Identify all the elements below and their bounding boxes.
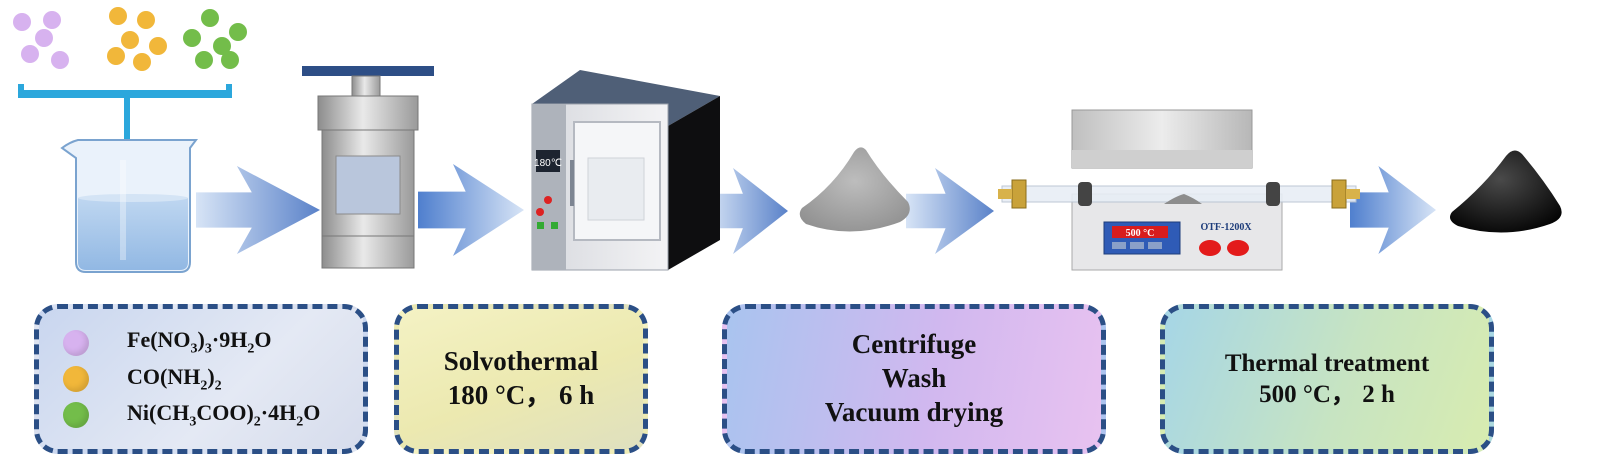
centrifuge-line: Centrifuge	[851, 329, 977, 360]
urea-particle	[109, 7, 127, 25]
reagents-box: Fe(NO3)3·9H2O CO(NH2)2 Ni(CH3COO)2·4H2O	[34, 304, 368, 454]
wash-line: Wash	[881, 363, 947, 394]
ni-acetate-particle	[183, 29, 201, 47]
ni-acetate-particle	[229, 23, 247, 41]
reagent-row-fe: Fe(NO3)3·9H2O	[63, 327, 271, 357]
vacuum-drying-line: Vacuum drying	[824, 396, 1004, 427]
fe-dot-icon	[63, 329, 89, 356]
autoclave-icon	[302, 66, 434, 269]
fe-nitrate-particle	[35, 29, 53, 47]
ni-dot-icon	[63, 402, 89, 429]
arrow-icon	[418, 164, 524, 256]
arrow-icon	[1350, 166, 1436, 254]
furnace-display: 500 °C	[1126, 228, 1155, 239]
solvothermal-title: Solvothermal	[443, 346, 599, 377]
fe-nitrate-particle	[51, 51, 69, 69]
particle-icons	[13, 7, 247, 71]
urea-particle	[107, 47, 125, 65]
reagent-row-ni: Ni(CH3COO)2·4H2O	[63, 400, 320, 430]
urea-dot-icon	[63, 365, 89, 392]
fe-nitrate-particle	[43, 11, 61, 29]
reagent-urea-label: CO(NH2)2	[127, 363, 222, 394]
arrow-icon	[906, 168, 994, 254]
thermal-title: Thermal treatment	[1224, 349, 1430, 377]
arrow-icon	[196, 166, 320, 254]
ni-acetate-particle	[213, 37, 231, 55]
reagent-row-urea: CO(NH2)2	[63, 364, 222, 394]
black-powder-icon	[1450, 150, 1562, 233]
funnel-icon	[18, 84, 232, 142]
reagent-ni-label: Ni(CH3COO)2·4H2O	[127, 400, 321, 430]
oven-icon: 180℃	[531, 70, 720, 271]
thermal-condition: 500 °C， 2 h	[1259, 381, 1395, 408]
urea-particle	[133, 53, 151, 71]
gray-powder-icon	[799, 147, 910, 232]
solvothermal-box: Solvothermal 180 °C， 6 h	[394, 304, 648, 454]
oven-display: 180℃	[534, 158, 562, 169]
ni-acetate-particle	[221, 51, 239, 69]
urea-particle	[121, 31, 139, 49]
fe-nitrate-particle	[13, 13, 31, 31]
fe-nitrate-particle	[21, 45, 39, 63]
arrow-icon	[706, 168, 788, 254]
urea-particle	[149, 37, 167, 55]
beaker-icon	[60, 139, 198, 273]
process-scene: 180℃ 500 °C OTF-1200X	[13, 7, 1562, 273]
furnace-model: OTF-1200X	[1200, 222, 1252, 233]
ni-acetate-particle	[201, 9, 219, 27]
centrifuge-box: Centrifuge Wash Vacuum drying	[722, 304, 1106, 454]
thermal-box: Thermal treatment 500 °C， 2 h	[1160, 304, 1494, 454]
ni-acetate-particle	[195, 51, 213, 69]
solvothermal-condition: 180 °C， 6 h	[447, 380, 595, 410]
arrows	[196, 164, 1436, 256]
tube-furnace-icon: 500 °C OTF-1200X	[998, 109, 1360, 271]
urea-particle	[137, 11, 155, 29]
reagent-fe-label: Fe(NO3)3·9H2O	[127, 327, 272, 357]
